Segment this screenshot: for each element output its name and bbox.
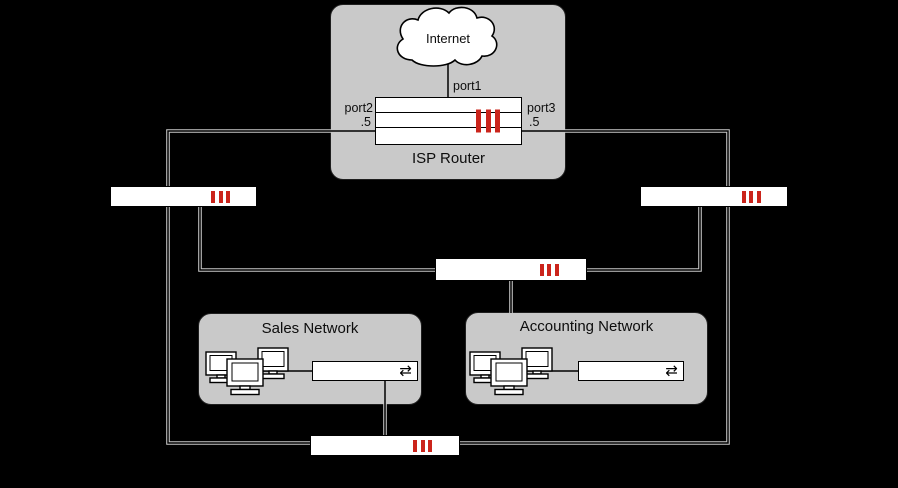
device-red-bars-icon: [539, 263, 559, 276]
internet-cloud-icon: [396, 6, 498, 67]
port1-label: port1: [453, 79, 482, 93]
accounting-workstations-icon: [469, 347, 553, 396]
network-device-left-icon: [110, 186, 257, 207]
switch-arrows-icon: ⇄: [399, 361, 412, 380]
isp-router-label: ISP Router: [411, 150, 486, 167]
router-slot-line: [376, 127, 521, 128]
network-device-right-icon: [640, 186, 788, 207]
sales-network-title: Sales Network: [261, 320, 359, 337]
sales-switch-icon: ⇄: [312, 361, 418, 381]
device-red-bars-icon: [741, 190, 761, 203]
network-device-middle-icon: [435, 258, 587, 281]
router-slot-line: [376, 112, 521, 113]
router-red-bars-icon: [476, 109, 501, 133]
port2-address-label: .5: [360, 115, 371, 129]
accounting-network-title: Accounting Network: [519, 318, 654, 335]
device-red-bars-icon: [413, 439, 433, 452]
port3-address-label: .5: [529, 115, 540, 129]
accounting-switch-icon: ⇄: [578, 361, 684, 381]
port3-label: port3: [527, 101, 556, 115]
network-device-bottom-icon: [310, 435, 460, 456]
sales-workstations-icon: [205, 347, 289, 396]
port2-label: port2: [344, 101, 374, 115]
internet-label: Internet: [425, 31, 471, 46]
isp-router-icon: [375, 97, 522, 145]
device-red-bars-icon: [211, 190, 231, 203]
switch-arrows-icon: ⇄: [665, 361, 678, 380]
